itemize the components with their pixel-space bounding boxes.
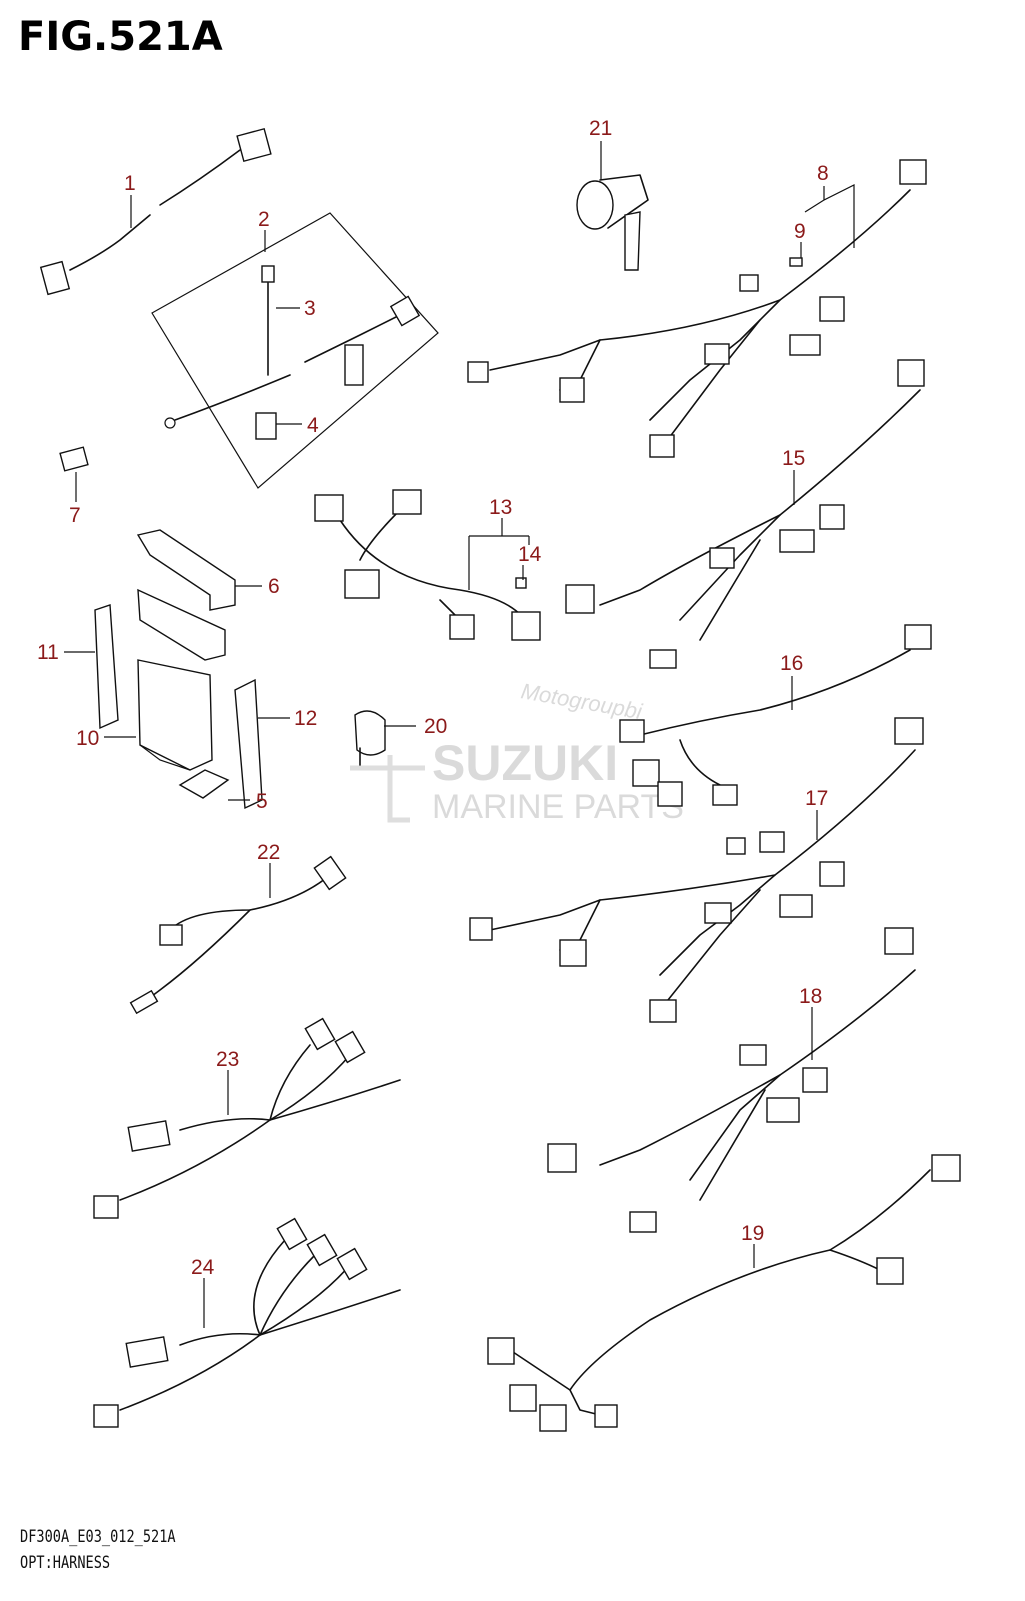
part-11-bracket[interactable] xyxy=(94,604,119,730)
part-7-connector[interactable] xyxy=(59,446,89,472)
callout-17[interactable]: 17 xyxy=(805,787,828,810)
callouts: 1 2 3 4 5 6 7 8 9 10 11 12 13 14 15 16 1… xyxy=(37,117,829,1279)
part-8-harness[interactable] xyxy=(467,159,927,458)
callout-9[interactable]: 9 xyxy=(794,220,806,243)
callout-8[interactable]: 8 xyxy=(817,162,829,185)
callout-15[interactable]: 15 xyxy=(782,447,805,470)
part-23-harness[interactable] xyxy=(93,1017,401,1219)
callout-10[interactable]: 10 xyxy=(76,727,99,750)
part-15-harness[interactable] xyxy=(565,359,925,669)
part-5-grommet[interactable] xyxy=(178,769,230,799)
leader-lines xyxy=(64,141,855,1328)
callout-16[interactable]: 16 xyxy=(780,652,803,675)
part-21-fitting[interactable] xyxy=(576,174,649,271)
callout-1[interactable]: 1 xyxy=(124,172,136,195)
part-10-ecu[interactable] xyxy=(137,659,213,771)
part-1-harness[interactable] xyxy=(39,127,272,296)
part-20-clamp[interactable] xyxy=(354,710,386,766)
callout-21[interactable]: 21 xyxy=(589,117,612,140)
callout-24[interactable]: 24 xyxy=(191,1256,215,1279)
callout-12[interactable]: 12 xyxy=(294,707,317,730)
callout-20[interactable]: 20 xyxy=(424,715,447,738)
callout-19[interactable]: 19 xyxy=(741,1222,764,1245)
part-19-harness[interactable] xyxy=(487,1154,961,1432)
watermark-script: Motogroupbi xyxy=(519,678,645,724)
callout-22[interactable]: 22 xyxy=(257,841,280,864)
figure-title: FIG.521A xyxy=(18,14,223,60)
callout-14[interactable]: 14 xyxy=(518,543,542,566)
callout-7[interactable]: 7 xyxy=(69,504,81,527)
figure-code: DF300A_E03_012_521A xyxy=(20,1527,176,1547)
callout-6[interactable]: 6 xyxy=(268,575,280,598)
part-6-cover[interactable] xyxy=(136,529,236,661)
callout-13[interactable]: 13 xyxy=(489,496,512,519)
callout-3[interactable]: 3 xyxy=(304,297,316,320)
watermark-brand: SUZUKI xyxy=(432,735,618,791)
figure-caption: OPT:HARNESS xyxy=(20,1553,111,1573)
part-18-harness[interactable] xyxy=(547,927,916,1233)
watermark-sub: MARINE PARTS xyxy=(432,788,684,826)
part-13-harness[interactable] xyxy=(314,489,541,641)
part-24-harness[interactable] xyxy=(93,1217,401,1428)
watermark: Motogroupbi SUZUKI MARINE PARTS xyxy=(350,678,684,826)
part-22-harness[interactable] xyxy=(129,855,347,1015)
callout-5[interactable]: 5 xyxy=(256,790,268,813)
part-17-harness[interactable] xyxy=(469,717,924,1023)
callout-2[interactable]: 2 xyxy=(258,208,270,231)
callout-11[interactable]: 11 xyxy=(37,641,59,664)
part-2-kit[interactable] xyxy=(151,212,439,489)
callout-4[interactable]: 4 xyxy=(307,414,319,437)
callout-18[interactable]: 18 xyxy=(799,985,822,1008)
part-16-harness[interactable] xyxy=(619,624,932,807)
part-12-bracket[interactable] xyxy=(234,678,263,810)
callout-23[interactable]: 23 xyxy=(216,1048,239,1071)
